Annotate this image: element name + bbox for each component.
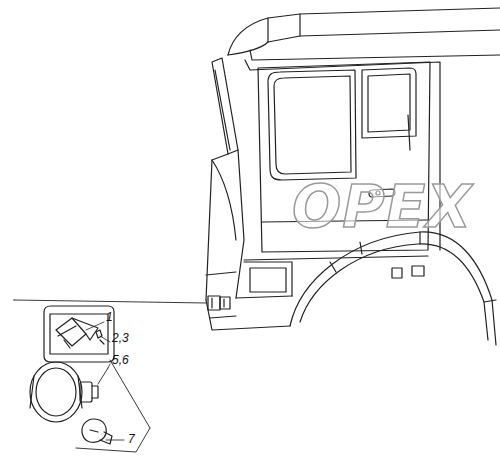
callout-number: 7 — [128, 433, 135, 445]
watermark: OPEX — [292, 178, 472, 236]
callout-number: 2,3 — [112, 332, 129, 344]
callout-number: 1 — [106, 311, 113, 323]
callout-number: 5,6 — [112, 354, 129, 366]
